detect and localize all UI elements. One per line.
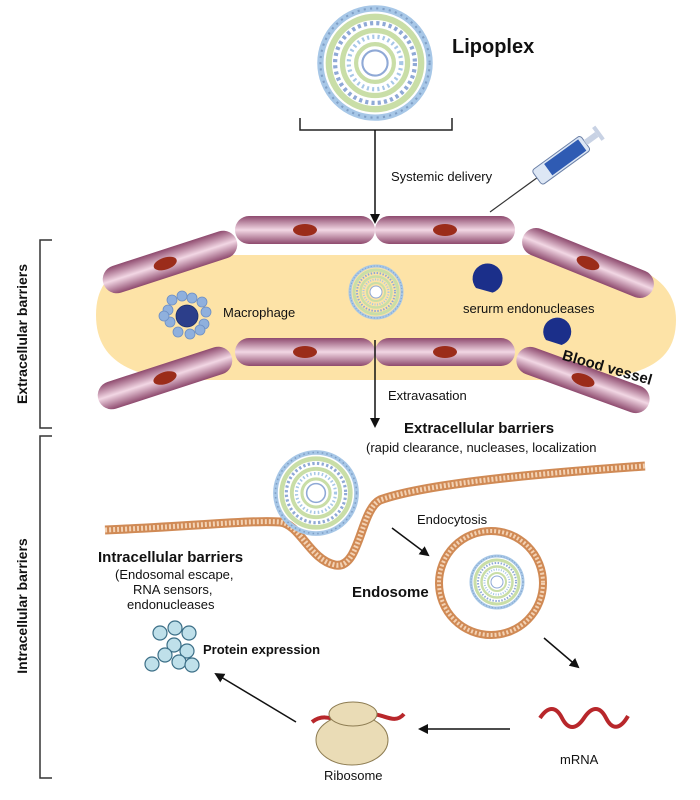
mrna-strand [538,707,630,729]
intracellular-detail-3: endonucleases [127,597,215,612]
extracellular-side-label: Extracellular barriers [14,263,30,405]
endonuclease-icon [472,263,503,293]
endocytosis-label: Endocytosis [417,512,488,527]
intracellular-detail-1: (Endosomal escape, [115,567,234,582]
serum-endonucleases-label: serurm endonucleases [463,301,595,316]
cell-membrane-pattern [104,463,646,568]
protein-arrow [214,672,297,723]
endocytosis-arrow [391,527,430,557]
extravasation-label: Extravasation [388,388,467,403]
intracellular-side-label: Intracellular barriers [14,538,30,674]
endosome-membrane-pattern [437,529,545,637]
lipoplex-entering [275,452,356,533]
intracellular-bracket [39,435,52,779]
syringe-icon [489,125,605,213]
intracellular-heading: Intracellular barriers [98,549,244,566]
macrophage-label: Macrophage [223,305,296,320]
ribosome-label: Ribosome [324,768,383,783]
protein-icon [144,620,200,673]
intracellular-detail-2: RNA sensors, [133,582,213,597]
endosome-label: Endosome [352,584,429,601]
escape-arrow [543,637,580,669]
extracellular-bracket [39,239,52,429]
systemic-delivery-label: Systemic delivery [391,169,493,184]
lipoplex-bracket [299,118,453,131]
extracellular-detail: (rapid clearance, nucleases, localizatio… [366,440,597,455]
lipoplex-particle [320,8,429,117]
endonuclease-icon [543,317,572,345]
lipoplex-title: Lipoplex [452,36,535,58]
extracellular-heading: Extracellular barriers [404,420,555,437]
protein-expression-label: Protein expression [203,642,321,657]
macrophage-icon [158,290,212,340]
ribosome-icon [310,701,406,766]
mrna-label: mRNA [560,752,599,767]
